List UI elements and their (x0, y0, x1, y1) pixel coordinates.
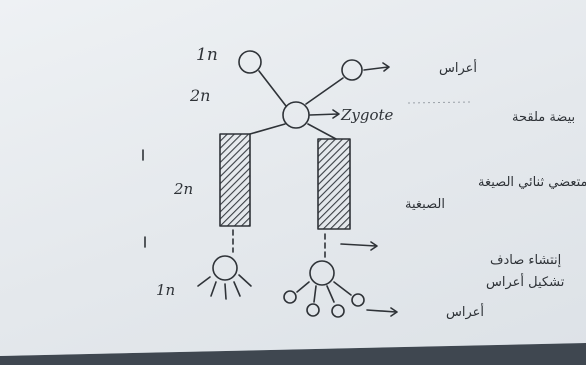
branch-2 (313, 285, 317, 303)
organism-column-right (317, 138, 351, 230)
label-underline (407, 101, 471, 104)
arrow-zygote (309, 109, 340, 119)
ray-1 (197, 276, 211, 287)
germ-cell-right (309, 260, 335, 286)
branch-1 (296, 281, 310, 293)
germ-cell-left (212, 255, 238, 281)
gamete-bottom-2 (306, 303, 320, 317)
ray-4 (233, 281, 241, 297)
zygote-circle (282, 101, 310, 129)
ray-3 (224, 283, 227, 300)
gamete-left-circle (238, 50, 262, 74)
fusion-line-right (305, 77, 344, 105)
arrow-meiosis (340, 241, 378, 251)
gamete-bottom-1 (283, 290, 297, 304)
label-ploidy-top: 1n (196, 45, 218, 65)
arrow-gametes-bottom (366, 307, 398, 317)
growth-line-left (249, 123, 286, 135)
label-meiosis-line2: تشكيل أعراس (486, 273, 565, 290)
fusion-line-left (258, 70, 287, 107)
label-ploidy-bottom: 1n (156, 281, 175, 299)
label-zygote: Zygote (340, 106, 394, 124)
paper-sheet (0, 0, 586, 356)
label-ploidy-body: 2n (173, 180, 193, 198)
gamete-bottom-4 (351, 293, 365, 307)
label-body-line2: الصبغية (405, 197, 445, 212)
growth-line-right (307, 123, 337, 140)
arrow-gametes-top (363, 62, 390, 72)
organism-column-left (219, 133, 251, 227)
label-gametes-top: أعراس (439, 59, 477, 76)
branch-4 (333, 281, 352, 296)
ray-2 (210, 281, 217, 297)
label-body-line1: متعضي ثنائي الصيغة (478, 175, 586, 190)
gamete-bottom-3 (331, 304, 345, 318)
label-fertilized-egg: بيضة ملقحة (512, 110, 575, 125)
label-ploidy-zygote: 2n (189, 86, 210, 105)
ray-5 (238, 274, 252, 287)
label-gametes-bottom: أعراس (446, 303, 484, 320)
label-meiosis-line1: إنتشاء صادف (490, 253, 561, 268)
gamete-right-circle (341, 59, 363, 81)
branch-3 (326, 285, 335, 303)
